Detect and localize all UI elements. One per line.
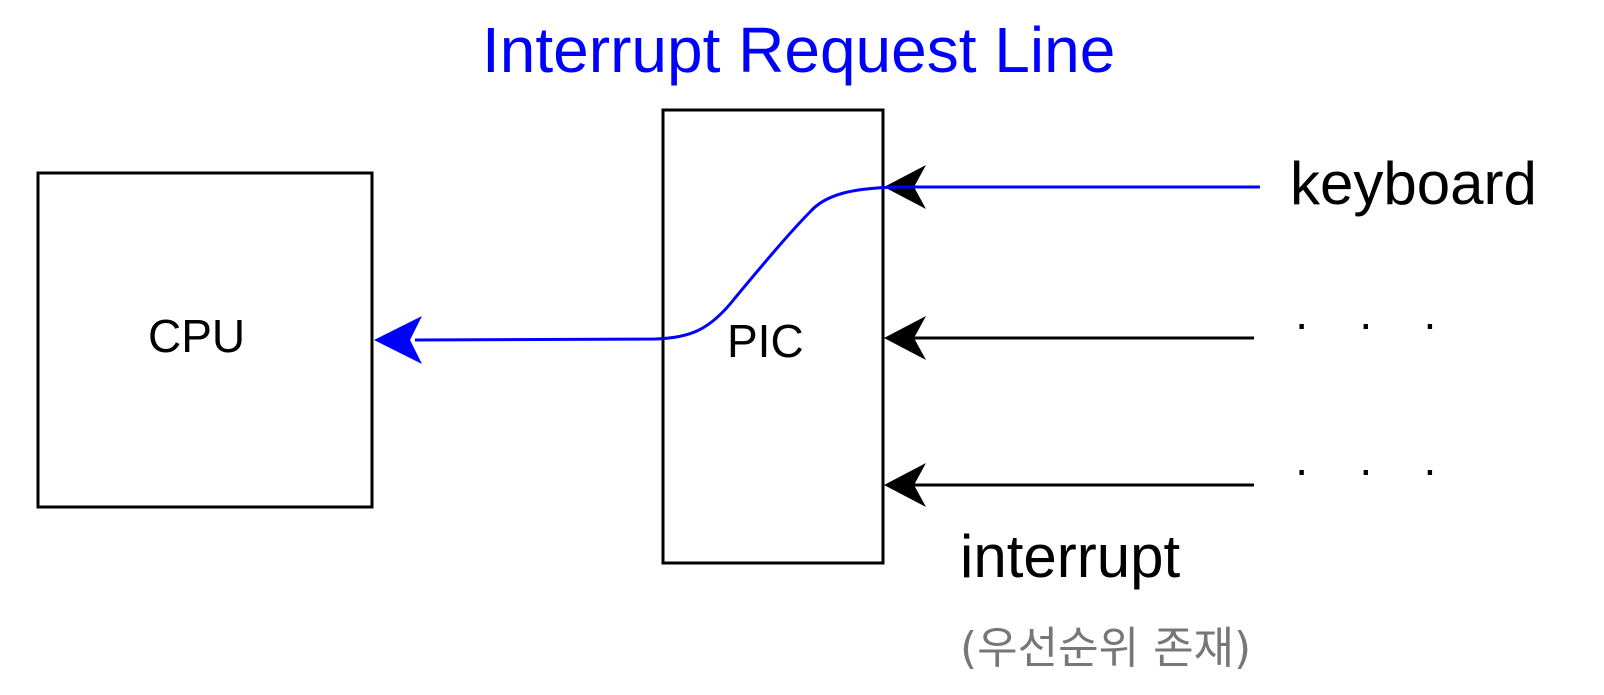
cpu-arrowhead <box>374 316 422 364</box>
cpu-box <box>36 171 374 509</box>
pic-box <box>661 108 885 565</box>
diagram-title: Interrupt Request Line <box>482 14 1116 86</box>
priority-note: (우선순위 존재) <box>960 623 1252 674</box>
pic-label: PIC <box>727 315 804 367</box>
cpu-label: CPU <box>148 310 246 362</box>
input-arrowhead-2 <box>884 316 926 360</box>
ellipsis-source-1: · · · <box>1294 297 1456 349</box>
input-arrowhead-3 <box>884 463 926 507</box>
keyboard-label: keyboard <box>1290 150 1537 217</box>
ellipsis-source-2: · · · <box>1294 443 1456 495</box>
interrupt-label: interrupt <box>960 523 1181 590</box>
interrupt-request-line <box>414 185 1260 342</box>
